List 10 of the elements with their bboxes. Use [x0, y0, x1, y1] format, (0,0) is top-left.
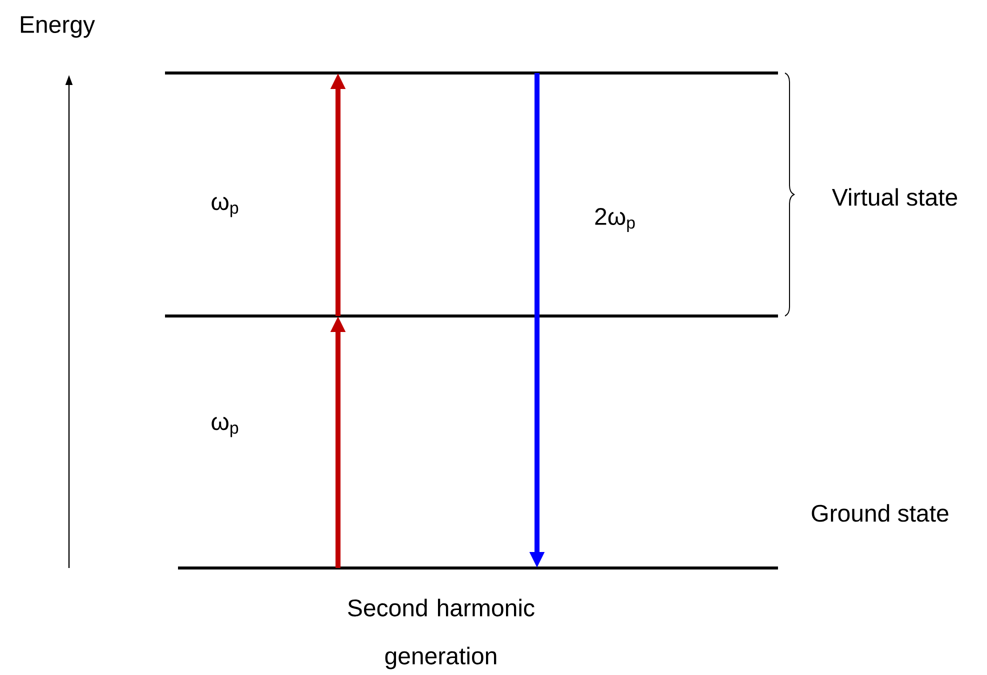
caption: Second harmonic generation — [348, 598, 534, 670]
energy-level-line — [164, 314, 780, 318]
energy-level-line — [164, 72, 780, 74]
text-label: Ground state — [812, 504, 948, 522]
text-label: Virtual state — [832, 188, 958, 206]
text-label: ω$_{p}$ — [212, 196, 238, 218]
text-label: 2ω$_{p}$ — [595, 208, 635, 232]
text-label: ω$_{p}$ — [212, 416, 238, 438]
text-label: Energy — [20, 16, 95, 38]
energy-level-line — [176, 566, 780, 570]
